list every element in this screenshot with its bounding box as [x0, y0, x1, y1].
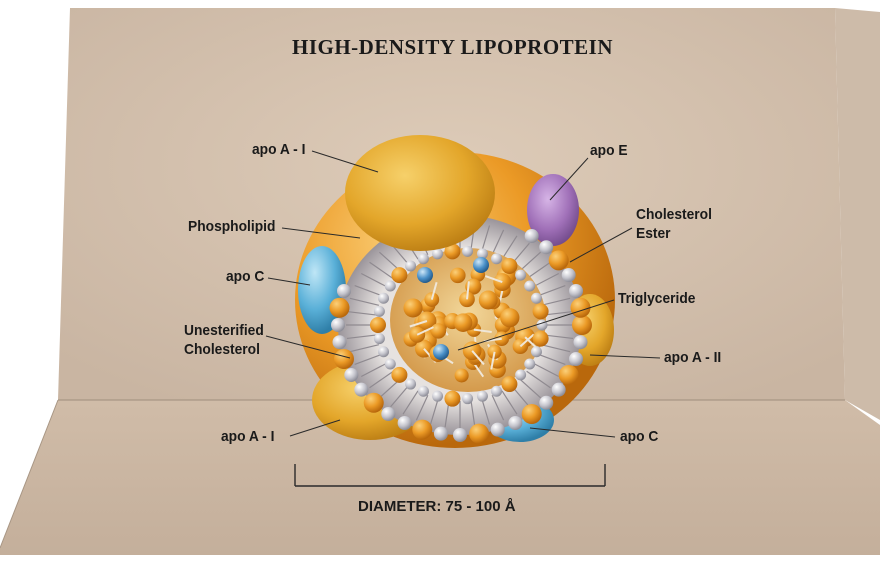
diameter-label: DIAMETER: 75 - 100 Å	[358, 498, 516, 515]
phospholipid-head	[370, 317, 386, 333]
phospholipid-head	[537, 320, 548, 331]
phospholipid-head	[405, 379, 416, 390]
apo-a1-top-protein	[345, 135, 495, 251]
label-apo-a1-bottom: apo A - I	[221, 428, 274, 446]
phospholipid-head	[569, 352, 583, 366]
phospholipid-head	[391, 267, 407, 283]
phospholipid-head	[562, 268, 576, 282]
label-apo-e: apo E	[590, 142, 628, 160]
phospholipid-head	[491, 253, 502, 264]
phospholipid-head	[412, 420, 432, 440]
phospholipid-head	[432, 391, 443, 402]
core-lipid-droplet	[450, 268, 466, 284]
phospholipid-head	[522, 404, 542, 424]
phospholipid-head	[364, 393, 384, 413]
phospholipid-head	[405, 260, 416, 271]
phospholipid-head	[344, 368, 358, 382]
phospholipid-head	[331, 318, 345, 332]
phospholipid-head	[570, 298, 590, 318]
phospholipid-head	[385, 281, 396, 292]
phospholipid-head	[515, 270, 526, 281]
phospholipid-head	[524, 281, 535, 292]
phospholipid-head	[374, 333, 385, 344]
phospholipid-head	[378, 293, 389, 304]
label-apo-a1-top: apo A - I	[252, 141, 305, 159]
phospholipid-head	[501, 376, 517, 392]
cholesterol-ester-sphere	[473, 257, 489, 273]
core-lipid-droplet	[479, 291, 498, 310]
phospholipid-head	[418, 253, 429, 264]
phospholipid-head	[501, 258, 517, 274]
phospholipid-head	[531, 293, 542, 304]
core-lipid-droplet	[500, 308, 519, 327]
label-unesterified-1: Unesterified	[184, 322, 264, 340]
label-cholesterol-ester-2: Ester	[636, 225, 671, 243]
phospholipid-head	[444, 391, 460, 407]
phospholipid-head	[354, 383, 368, 397]
diagram-title: HIGH-DENSITY LIPOPROTEIN	[292, 35, 613, 60]
phospholipid-head	[572, 315, 592, 335]
phospholipid-head	[539, 240, 553, 254]
label-cholesterol-ester-1: Cholesterol	[636, 206, 712, 224]
core-lipid-droplet	[454, 313, 473, 332]
phospholipid-head	[549, 250, 569, 270]
phospholipid-head	[462, 393, 473, 404]
phospholipid-head	[491, 423, 505, 437]
label-apo-c-left: apo C	[226, 268, 264, 286]
phospholipid-head	[477, 391, 488, 402]
cholesterol-ester-sphere	[417, 267, 433, 283]
phospholipid-head	[385, 358, 396, 369]
label-triglyceride: Triglyceride	[618, 290, 695, 308]
phospholipid-head	[569, 284, 583, 298]
phospholipid-head	[333, 335, 347, 349]
phospholipid-head	[334, 349, 354, 369]
phospholipid-head	[378, 346, 389, 357]
core-lipid-droplet	[403, 298, 422, 317]
phospholipid-head	[539, 396, 553, 410]
phospholipid-head	[330, 298, 350, 318]
label-apo-a2: apo A - II	[664, 349, 721, 367]
phospholipid-head	[337, 284, 351, 298]
label-apo-c-right: apo C	[620, 428, 658, 446]
phospholipid-head	[524, 358, 535, 369]
phospholipid-head	[381, 407, 395, 421]
label-unesterified-2: Cholesterol	[184, 341, 260, 359]
phospholipid-head	[533, 331, 549, 347]
phospholipid-head	[531, 346, 542, 357]
phospholipid-head	[398, 416, 412, 430]
phospholipid-head	[552, 383, 566, 397]
phospholipid-head	[515, 369, 526, 380]
cholesterol-ester-sphere	[433, 344, 449, 360]
core-lipid-droplet	[455, 368, 469, 382]
phospholipid-head	[525, 229, 539, 243]
phospholipid-head	[418, 386, 429, 397]
phospholipid-head	[491, 386, 502, 397]
phospholipid-head	[374, 306, 385, 317]
phospholipid-head	[434, 427, 448, 441]
phospholipid-head	[508, 416, 522, 430]
phospholipid-head	[462, 246, 473, 257]
phospholipid-head	[573, 335, 587, 349]
phospholipid-head	[453, 428, 467, 442]
label-phospholipid: Phospholipid	[188, 218, 275, 236]
phospholipid-head	[559, 365, 579, 385]
core-lipid-droplet	[431, 323, 446, 338]
phospholipid-head	[391, 367, 407, 383]
phospholipid-head	[533, 303, 549, 319]
phospholipid-head	[469, 424, 489, 444]
